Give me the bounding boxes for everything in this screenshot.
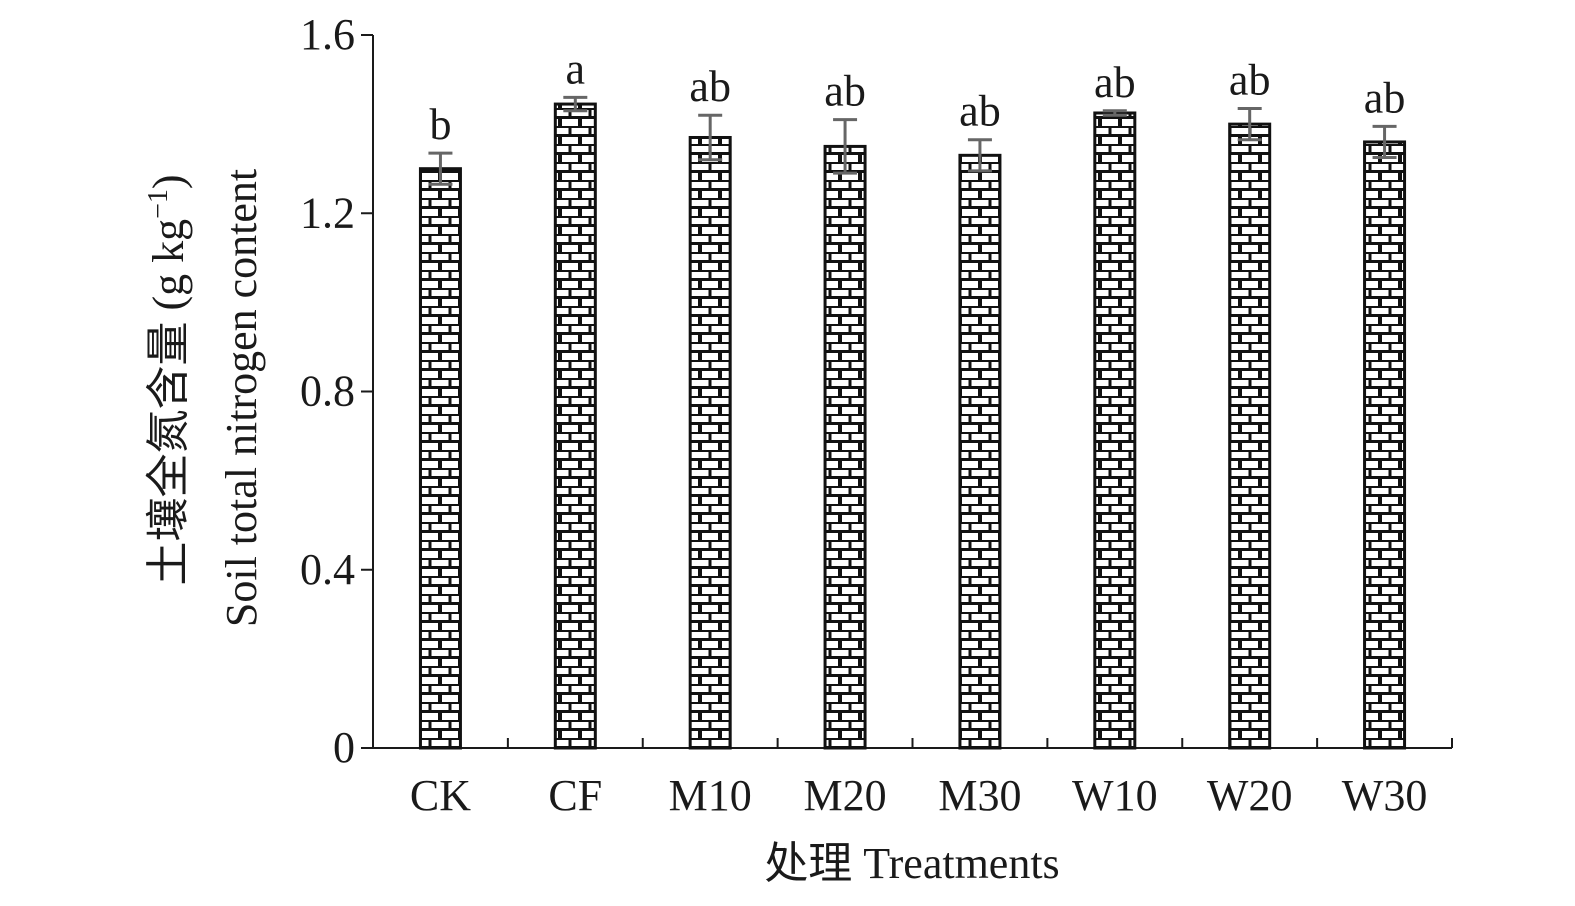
svg-text:土壤全氮含量 (g kg−1): 土壤全氮含量 (g kg−1) [143,174,193,585]
error-bar-w10 [1102,109,1127,117]
x-tick-label: M30 [938,771,1021,820]
bar-m20 [823,144,867,750]
significance-label: ab [1229,56,1271,105]
error-bar-m10 [698,113,723,162]
error-bar-w20 [1237,107,1262,142]
bar-cf [553,102,597,750]
significance-label: ab [689,62,731,111]
error-bar-w30 [1372,124,1397,160]
bar-ck [418,167,462,750]
bar-w10 [1093,111,1137,750]
y-tick-label: 1.2 [300,188,355,237]
y-axis-title-superscript: −1 [143,189,174,219]
significance-label: ab [1364,73,1406,122]
error-bar-cf [563,95,588,113]
significance-label: ab [824,67,866,116]
y-axis-title-2: Soil total nitrogen content [217,169,266,627]
error-bar-m20 [833,118,858,175]
y-axis: 0 0.4 0.8 1.2 1.6 [300,10,374,772]
x-tick-label: W20 [1207,771,1293,820]
x-tick-label: CF [548,771,602,820]
significance-label: ab [1094,58,1136,107]
bars [418,102,1407,750]
bar-w20 [1228,122,1272,750]
x-tick-label: CK [410,771,471,820]
y-axis-title-line1-close: ) [144,174,193,189]
significance-labels: b a ab ab ab ab ab ab [429,44,1405,149]
x-tick-label: M20 [804,771,887,820]
x-axis-title: 处理 Treatments [764,839,1059,888]
error-bar-ck [428,151,453,186]
x-tick-label: W10 [1072,771,1158,820]
significance-label: a [566,44,586,93]
significance-label: b [429,100,451,149]
y-axis-title-line1: 土壤全氮含量 (g kg [144,219,193,586]
bar-m10 [688,135,732,750]
error-bar-m30 [967,138,992,173]
bar-m30 [958,153,1002,750]
significance-label: ab [959,87,1001,136]
y-tick-label: 0.8 [300,367,355,416]
x-tick-label: W30 [1342,771,1428,820]
y-tick-label: 0 [333,723,355,772]
x-axis: CK CF M10 M20 M30 W10 W20 W30 [372,738,1453,820]
y-tick-label: 0.4 [300,545,355,594]
x-tick-label: M10 [669,771,752,820]
bar-w30 [1363,140,1407,750]
y-axis-title: 土壤全氮含量 (g kg−1) [143,174,193,585]
y-axis-title-line2: Soil total nitrogen content [217,169,266,627]
error-bars [428,95,1397,186]
y-tick-label: 1.6 [300,10,355,59]
